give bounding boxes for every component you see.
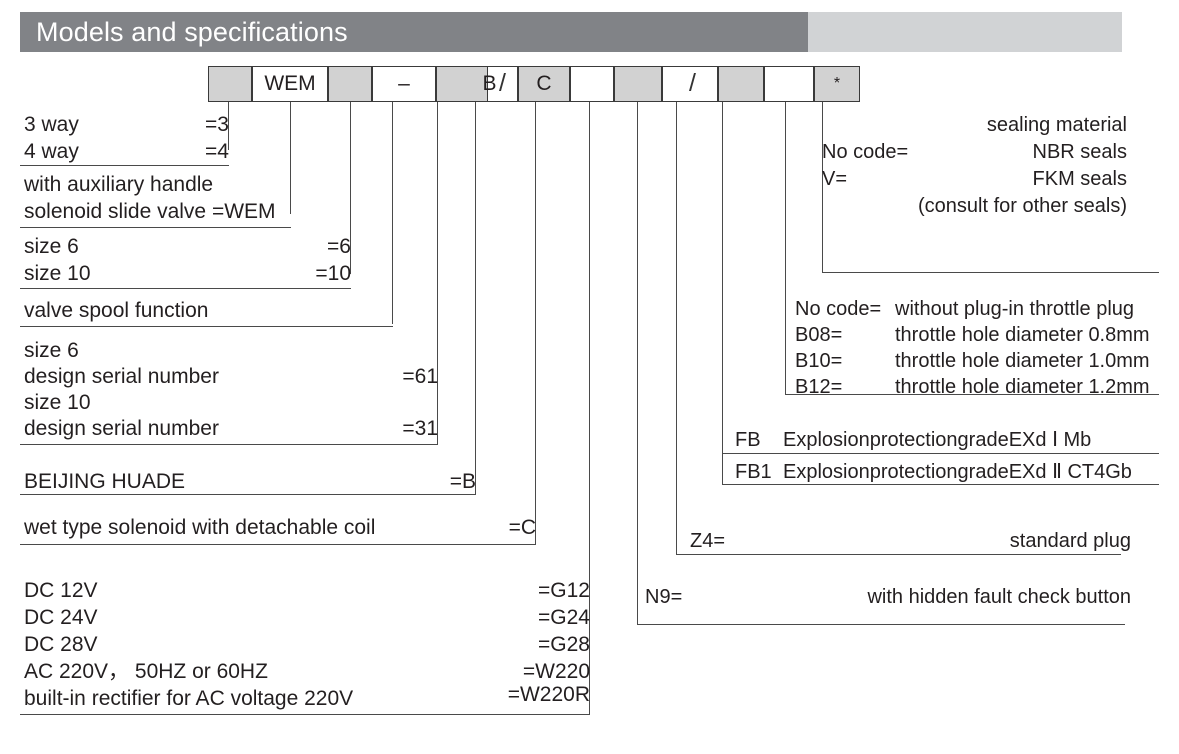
drop-line-ways	[228, 102, 230, 150]
solenoid-code: =C	[508, 516, 536, 539]
code-cell-8[interactable]	[614, 66, 662, 102]
ways-3-label: 3 way	[24, 113, 79, 136]
throttle-nocode-value: without plug-in throttle plug	[895, 298, 1135, 320]
drop-line-valve-type	[290, 102, 292, 214]
row-valve-type-1: with auxiliary handle	[24, 173, 214, 196]
plug-value: standard plug	[1009, 530, 1131, 552]
ways-3-code: =3	[205, 113, 229, 136]
manufacturer-code: =B	[449, 470, 476, 493]
code-cell-11[interactable]	[764, 66, 814, 102]
manufacturer-label: BEIJING HUADE	[24, 470, 186, 493]
drop-line-manufacturer	[475, 102, 477, 494]
header-light-band	[808, 12, 1122, 52]
fault-value: with hidden fault check button	[867, 586, 1131, 608]
explosion-fb-value: ExplosionprotectiongradeEXd Ⅰ Mb	[783, 429, 1092, 451]
explosion-fb1-key: FB1	[735, 461, 772, 483]
design-size10-label: size 10	[24, 391, 91, 414]
ways-4-code: =4	[205, 140, 229, 163]
sealing-nbr-value: NBR seals	[1032, 141, 1127, 163]
throttle-b08-value: throttle hole diameter 0.8mm	[895, 324, 1150, 346]
code-cell-4[interactable]	[436, 66, 488, 102]
rule-manufacturer	[20, 494, 476, 496]
code-separator-slash-2: /	[689, 69, 696, 97]
sealing-note: (consult for other seals)	[918, 195, 1127, 217]
voltage-dc28-code: =G28	[538, 633, 590, 656]
sealing-title: sealing material	[986, 114, 1127, 136]
code-cell-7[interactable]	[570, 66, 614, 102]
code-cell-b[interactable]: B	[462, 66, 518, 102]
rule-design-serial	[20, 444, 438, 446]
ways-4-label: 4 way	[24, 140, 79, 163]
drop-line-solenoid	[535, 102, 537, 544]
design-serial-31-code: =31	[402, 417, 438, 440]
drop-line-design	[437, 102, 439, 444]
voltage-ac220-code: =W220	[522, 660, 590, 683]
drop-line-sealing	[822, 102, 824, 272]
code-cell-9[interactable]	[662, 66, 718, 102]
drop-line-fault	[637, 102, 639, 624]
voltage-rectifier-label: built-in rectifier for AC voltage 220V	[24, 687, 354, 710]
code-cell-10[interactable]	[718, 66, 764, 102]
rule-explosion-fb	[722, 453, 1159, 455]
size-10-code: =10	[315, 262, 351, 285]
throttle-b08-key: B08=	[795, 324, 843, 346]
code-cell-0[interactable]	[208, 66, 252, 102]
drop-line-plug	[676, 102, 678, 554]
row-valve-type-2: solenoid slide valve =WEM	[24, 200, 276, 223]
explosion-fb-key: FB	[735, 429, 761, 451]
size-10-label: size 10	[24, 262, 91, 285]
voltage-ac220-label: AC 220V， 50HZ or 60HZ	[24, 660, 268, 683]
sealing-nbr-key: No code=	[822, 141, 909, 163]
code-cell-c[interactable]: C	[518, 66, 570, 102]
voltage-dc24-code: =G24	[538, 606, 590, 629]
rule-size	[20, 288, 351, 290]
page-title: Models and specifications	[36, 16, 348, 47]
voltage-dc28-label: DC 28V	[24, 633, 98, 656]
solenoid-label: wet type solenoid with detachable coil	[24, 516, 376, 539]
size-6-code: =6	[327, 235, 351, 258]
throttle-b10-key: B10=	[795, 350, 843, 372]
fault-key: N9=	[645, 586, 683, 608]
rule-plug	[676, 554, 1121, 556]
drop-line-throttle	[785, 102, 787, 394]
voltage-dc24-label: DC 24V	[24, 606, 98, 629]
rule-explosion-fb1	[722, 484, 1159, 486]
rule-voltage	[20, 714, 590, 716]
drop-line-voltage	[589, 102, 591, 714]
code-cell-dash[interactable]: –	[372, 66, 436, 102]
rule-throttle	[785, 394, 1159, 396]
sealing-fkm-key: V=	[822, 168, 848, 190]
drop-line-spool	[392, 102, 394, 324]
rule-sealing	[822, 272, 1159, 274]
code-cell-wem[interactable]: WEM	[252, 66, 328, 102]
throttle-b12-key: B12=	[795, 376, 843, 398]
throttle-b12-value: throttle hole diameter 1.2mm	[895, 376, 1150, 398]
voltage-rectifier-code: =W220R	[507, 683, 590, 706]
code-cell-asterisk[interactable]: *	[814, 66, 860, 102]
header-dark-band	[20, 12, 808, 52]
voltage-dc12-label: DC 12V	[24, 579, 98, 602]
plug-key: Z4=	[690, 530, 726, 552]
design-serial-61-code: =61	[402, 365, 438, 388]
size-6-label: size 6	[24, 235, 79, 258]
drop-line-size	[350, 102, 352, 274]
row-spool: valve spool function	[24, 299, 209, 322]
design-serial-31-label: design serial number	[24, 417, 219, 440]
rule-ways	[20, 165, 229, 167]
rule-solenoid	[20, 544, 536, 546]
explosion-fb1-value: ExplosionprotectiongradeEXd Ⅱ CT4Gb	[783, 461, 1132, 483]
code-separator-slash-1: /	[499, 69, 506, 97]
rule-valve-type	[20, 227, 291, 229]
drop-line-explosion	[722, 102, 724, 484]
rule-fault	[637, 624, 1125, 626]
throttle-nocode-key: No code=	[795, 298, 882, 320]
voltage-dc12-code: =G12	[538, 579, 590, 602]
sealing-fkm-value: FKM seals	[1032, 168, 1127, 190]
design-size6-label: size 6	[24, 339, 79, 362]
rule-spool	[20, 326, 393, 328]
throttle-b10-value: throttle hole diameter 1.0mm	[895, 350, 1150, 372]
design-serial-61-label: design serial number	[24, 365, 219, 388]
code-cell-2[interactable]	[328, 66, 372, 102]
